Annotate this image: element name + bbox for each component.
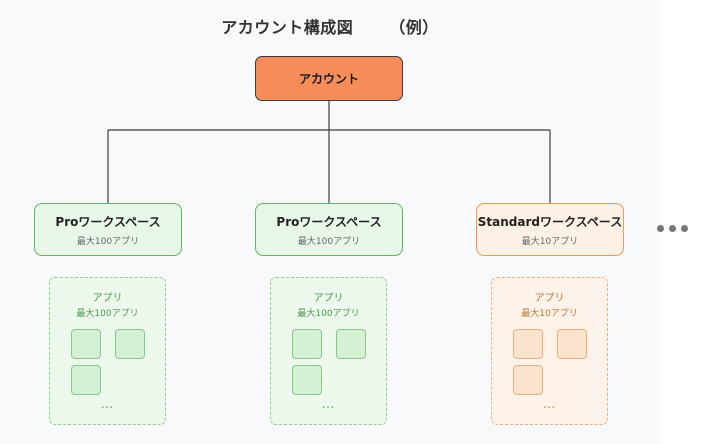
- app-tile: [336, 329, 366, 359]
- app-tile: [292, 365, 322, 395]
- connector-lines: [107, 101, 551, 203]
- workspace-limit: 最大100アプリ: [76, 236, 140, 247]
- workspace-node-standard: Standardワークスペース 最大10アプリ: [476, 203, 624, 256]
- dot: [657, 224, 664, 232]
- workspace-name: Proワークスペース: [276, 214, 382, 229]
- app-tile: [71, 365, 101, 395]
- app-group-limit: 最大100アプリ: [297, 309, 360, 319]
- app-group-standard: アプリ 最大10アプリ …: [491, 277, 608, 425]
- app-tile: [292, 329, 322, 359]
- app-group-limit: 最大100アプリ: [76, 309, 139, 319]
- app-tile: [71, 329, 101, 359]
- app-group-limit: 最大10アプリ: [521, 309, 578, 319]
- app-group-pro-1: アプリ 最大100アプリ …: [49, 277, 166, 425]
- app-more-ellipsis: …: [542, 397, 557, 412]
- workspace-limit: 最大100アプリ: [297, 236, 361, 247]
- workspace-name: Proワークスペース: [55, 214, 161, 229]
- diagram-title-suffix: （例）: [389, 18, 439, 37]
- app-group-label: アプリ: [313, 293, 344, 304]
- app-more-ellipsis: …: [100, 397, 115, 412]
- diagram-canvas: アカウント構成図 （例） アカウント Proワークスペース 最大100アプリ Pr…: [0, 14, 660, 425]
- account-label: アカウント: [298, 72, 359, 86]
- workspace-name: Standardワークスペース: [477, 214, 623, 229]
- workspace-limit: 最大10アプリ: [521, 236, 579, 247]
- app-tile: [513, 329, 543, 359]
- app-tile: [557, 329, 587, 359]
- account-node: アカウント: [255, 56, 403, 101]
- app-group-label: アプリ: [534, 293, 565, 304]
- diagram-title-main: アカウント構成図: [221, 18, 354, 37]
- dot: [681, 224, 688, 232]
- workspace-node-pro-1: Proワークスペース 最大100アプリ: [34, 203, 182, 256]
- app-more-ellipsis: …: [321, 397, 336, 412]
- app-group-pro-2: アプリ 最大100アプリ …: [270, 277, 387, 425]
- diagram-title: アカウント構成図 （例）: [0, 14, 660, 38]
- app-tile: [513, 365, 543, 395]
- dot: [669, 224, 676, 232]
- app-tile: [115, 329, 145, 359]
- app-group-label: アプリ: [92, 293, 123, 304]
- more-horizontal-icon: [657, 222, 697, 234]
- workspace-node-pro-2: Proワークスペース 最大100アプリ: [255, 203, 403, 256]
